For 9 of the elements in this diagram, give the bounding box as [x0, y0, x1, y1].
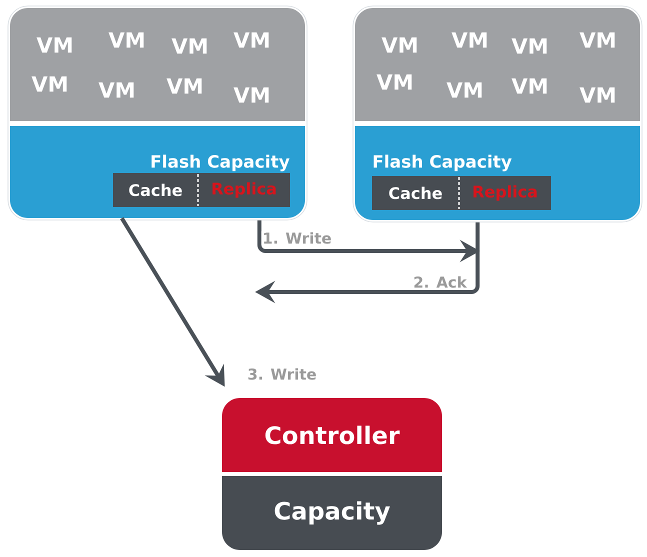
cache-replica-bar: Cache Replica: [113, 173, 290, 207]
vm-panel: VM VM VM VM VM VM VM VM: [10, 8, 305, 121]
cache-replica-bar: Cache Replica: [372, 176, 551, 210]
edge-label: 1. Write: [261, 231, 333, 245]
vm-panel: VM VM VM VM VM VM VM VM: [355, 8, 640, 121]
controller-box: Controller: [222, 398, 442, 472]
capacity-box: Capacity: [222, 476, 442, 550]
edge-label: 3. Write: [246, 367, 318, 381]
edge-label: 2. Ack: [412, 275, 468, 289]
